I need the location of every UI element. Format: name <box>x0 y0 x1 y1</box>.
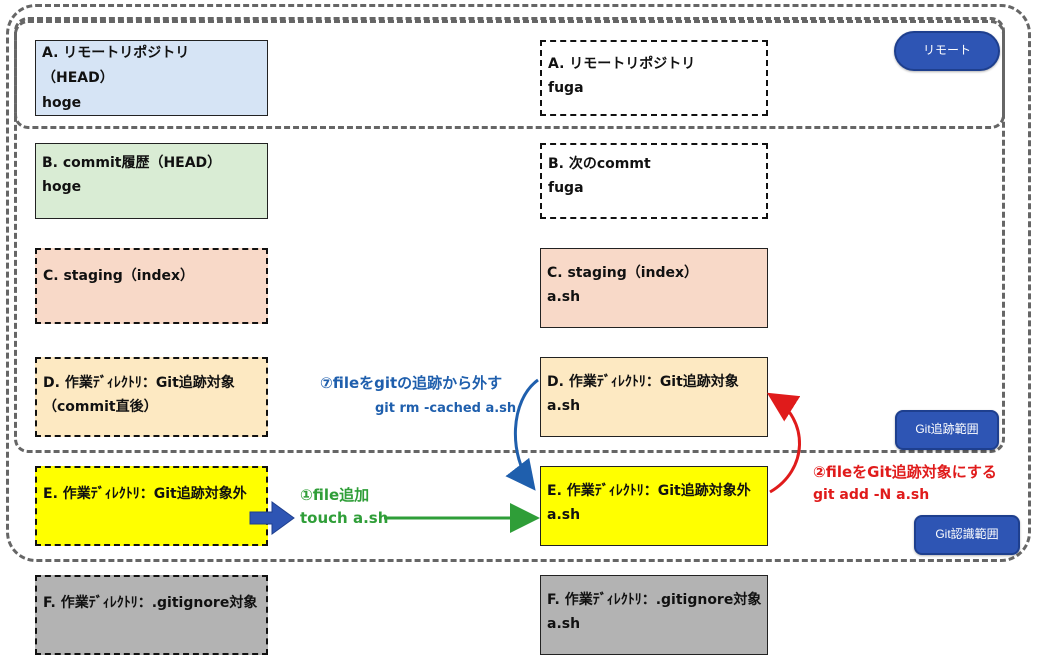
left-b-line2: hoge <box>42 179 82 195</box>
untrack-cmd: git rm -cached a.sh <box>375 401 517 416</box>
add-file-title: ①file追加 <box>300 486 370 504</box>
left-box-f-gitignore: F. 作業ﾃﾞｨﾚｸﾄﾘ：.gitignore対象 <box>35 575 268 655</box>
left-f-line1: F. 作業ﾃﾞｨﾚｸﾄﾘ：.gitignore対象 <box>43 595 258 611</box>
right-c-line1: C. staging（index） <box>547 265 699 281</box>
right-b-line1: B. 次のcommt <box>548 156 651 172</box>
right-f-line1: F. 作業ﾃﾞｨﾚｸﾄﾘ：.gitignore対象 <box>547 592 762 608</box>
right-box-f-gitignore: F. 作業ﾃﾞｨﾚｸﾄﾘ：.gitignore対象 a.sh <box>540 575 768 655</box>
block-arrow-icon <box>249 501 295 535</box>
left-a-line2: （HEAD） <box>42 70 114 86</box>
remote-region-pill: リモート <box>894 31 1000 71</box>
untrack-title: ⑦fileをgitの追跡から外す <box>320 374 503 392</box>
right-c-line2: a.sh <box>547 289 581 305</box>
git-recognized-region <box>6 4 1031 562</box>
left-d-line1: D. 作業ﾃﾞｨﾚｸﾄﾘ：Git追跡対象 <box>43 375 235 391</box>
right-e-line1: E. 作業ﾃﾞｨﾚｸﾄﾘ：Git追跡対象外 <box>547 483 751 499</box>
right-b-line2: fuga <box>548 180 584 196</box>
git-tracked-region <box>14 20 1005 453</box>
right-box-d-tracked: D. 作業ﾃﾞｨﾚｸﾄﾘ：Git追跡対象 a.sh <box>540 357 768 437</box>
right-d-line2: a.sh <box>547 398 581 414</box>
left-box-e-untracked: E. 作業ﾃﾞｨﾚｸﾄﾘ：Git追跡対象外 <box>35 466 268 546</box>
left-c-line1: C. staging（index） <box>43 268 195 284</box>
add-file-cmd: touch a.sh <box>300 509 389 527</box>
git-recognized-region-pill: Git認識範囲 <box>914 515 1020 555</box>
left-d-line2: （commit直後） <box>43 399 158 415</box>
left-box-d-tracked: D. 作業ﾃﾞｨﾚｸﾄﾘ：Git追跡対象 （commit直後） <box>35 357 268 437</box>
add-n-arrow <box>766 392 801 494</box>
right-a-line2: fuga <box>548 80 584 96</box>
right-box-a-remote-repo: A. リモートリポジトリ fuga <box>540 40 768 116</box>
left-box-a-remote-repo: A. リモートリポジトリ （HEAD） hoge <box>35 40 268 116</box>
git-tracked-region-pill: Git追跡範囲 <box>895 410 999 450</box>
rm-cached-arrow <box>505 378 539 491</box>
left-a-line1: A. リモートリポジトリ <box>42 45 190 61</box>
right-box-c-staging: C. staging（index） a.sh <box>540 248 768 328</box>
left-a-line3: hoge <box>42 95 82 111</box>
right-box-e-untracked: E. 作業ﾃﾞｨﾚｸﾄﾘ：Git追跡対象外 a.sh <box>540 466 768 546</box>
track-cmd: git add -N a.sh <box>813 487 930 503</box>
left-box-b-commit-history: B. commit履歴（HEAD） hoge <box>35 143 268 219</box>
left-e-line1: E. 作業ﾃﾞｨﾚｸﾄﾘ：Git追跡対象外 <box>43 486 247 502</box>
right-f-line2: a.sh <box>547 616 581 632</box>
left-b-line1: B. commit履歴（HEAD） <box>42 155 222 171</box>
right-a-line1: A. リモートリポジトリ <box>548 56 696 72</box>
right-d-line1: D. 作業ﾃﾞｨﾚｸﾄﾘ：Git追跡対象 <box>547 374 739 390</box>
right-e-line2: a.sh <box>547 507 581 523</box>
left-box-c-staging: C. staging（index） <box>35 248 268 324</box>
right-box-b-next-commit: B. 次のcommt fuga <box>540 143 768 219</box>
track-title: ②fileをGit追跡対象にする <box>813 463 997 481</box>
